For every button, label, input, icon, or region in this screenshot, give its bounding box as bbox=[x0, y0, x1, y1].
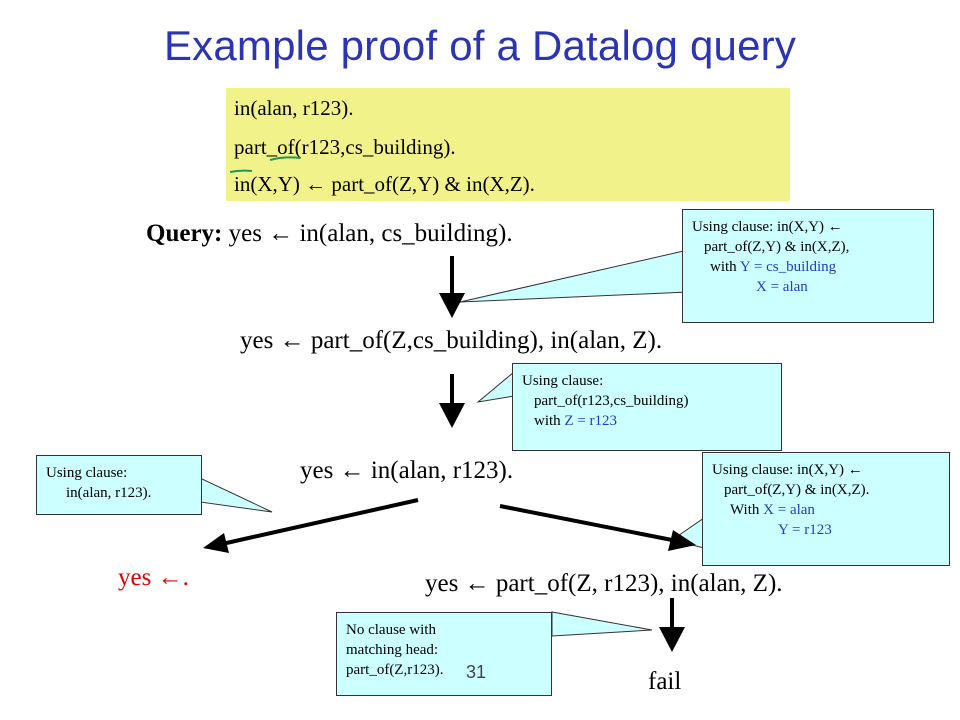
callout-1-line-3: with Y = cs_building bbox=[692, 257, 925, 277]
callout-no-clause: No clause with matching head: part_of(Z,… bbox=[336, 612, 552, 696]
callout-1-with: with bbox=[710, 259, 740, 275]
program-line-rule-in: in(X,Y) ← part_of(Z,Y) & in(X,Z). bbox=[234, 172, 535, 196]
proof-fail: fail bbox=[648, 668, 682, 695]
callout-4-binding-x: X = alan bbox=[763, 502, 815, 518]
program-box: in(alan, r123). part_of(r123,cs_building… bbox=[226, 88, 790, 201]
arrow-step1-to-step2-head bbox=[439, 403, 465, 428]
callout-4-line-2: part_of(Z,Y) & in(X,Z). bbox=[724, 482, 870, 498]
callout-4-line-1: Using clause: in(X,Y) ← bbox=[712, 462, 863, 478]
callout-2-binding-z: Z = r123 bbox=[564, 413, 618, 429]
arrow-step2-to-step3-head bbox=[668, 530, 696, 551]
slide-number: 31 bbox=[466, 662, 487, 682]
callout-fact-part-of: Using clause: part_of(r123,cs_building) … bbox=[512, 363, 782, 451]
callout-1-binding-x: X = alan bbox=[756, 279, 808, 295]
query-line: Query: yes ← in(alan, cs_building). bbox=[146, 220, 513, 248]
callout-1-binding-y: Y = cs_building bbox=[739, 259, 837, 275]
callout-1-line-2: part_of(Z,Y) & in(X,Z), bbox=[704, 239, 850, 255]
callout-4-binding-y: Y = r123 bbox=[778, 522, 832, 538]
arrow-query-to-step1-head bbox=[439, 293, 465, 318]
proof-step-3: yes ← part_of(Z, r123), in(alan, Z). bbox=[425, 570, 783, 597]
arrow-step3-to-fail-head bbox=[659, 627, 685, 652]
arrow-step2-to-step3 bbox=[499, 504, 673, 542]
callout-rule-binding-1: Using clause: in(X,Y) ← part_of(Z,Y) & i… bbox=[682, 209, 934, 323]
callout-5-line-1: No clause with bbox=[346, 622, 436, 638]
program-line-fact-part-of: part_of(r123,cs_building). bbox=[234, 135, 456, 159]
callout-4-line-3: With X = alan bbox=[712, 500, 941, 520]
proof-step-2: yes ← in(alan, r123). bbox=[300, 457, 514, 484]
query-label: Query: bbox=[146, 220, 223, 247]
callout-5-pointer bbox=[551, 611, 653, 637]
callout-1-line-1: Using clause: in(X,Y) ← bbox=[692, 219, 843, 235]
callout-2-line-2: part_of(r123,cs_building) bbox=[534, 393, 689, 409]
callout-5-line-2: matching head: bbox=[346, 642, 439, 658]
callout-2-pointer bbox=[476, 370, 515, 403]
callout-rule-binding-2: Using clause: in(X,Y) ← part_of(Z,Y) & i… bbox=[702, 452, 950, 566]
proof-step-1: yes ← part_of(Z,cs_building), in(alan, Z… bbox=[240, 327, 663, 354]
callout-1-pointer bbox=[459, 249, 689, 303]
callout-2-with: with bbox=[534, 413, 565, 429]
arrow-step2-to-yes-head bbox=[203, 533, 229, 553]
proof-yes-result: yes ←. bbox=[118, 564, 189, 591]
arrow-step2-to-yes bbox=[221, 498, 419, 546]
annotation-mark bbox=[269, 156, 301, 161]
callout-4-with: With bbox=[730, 502, 764, 518]
slide-title: Example proof of a Datalog query bbox=[163, 22, 797, 69]
query-text: yes ← in(alan, cs_building). bbox=[228, 220, 513, 247]
callout-3-line-2: in(alan, r123). bbox=[66, 485, 152, 501]
callout-3-pointer bbox=[199, 477, 273, 513]
callout-3-line-1: Using clause: bbox=[46, 465, 128, 481]
callout-2-line-3: with Z = r123 bbox=[522, 411, 773, 431]
callout-5-line-3: part_of(Z,r123). bbox=[346, 662, 444, 678]
annotation-mark bbox=[229, 169, 253, 173]
program-line-fact-in: in(alan, r123). bbox=[234, 96, 354, 120]
callout-2-line-1: Using clause: bbox=[522, 373, 604, 389]
callout-fact-in: Using clause: in(alan, r123). bbox=[36, 455, 202, 515]
